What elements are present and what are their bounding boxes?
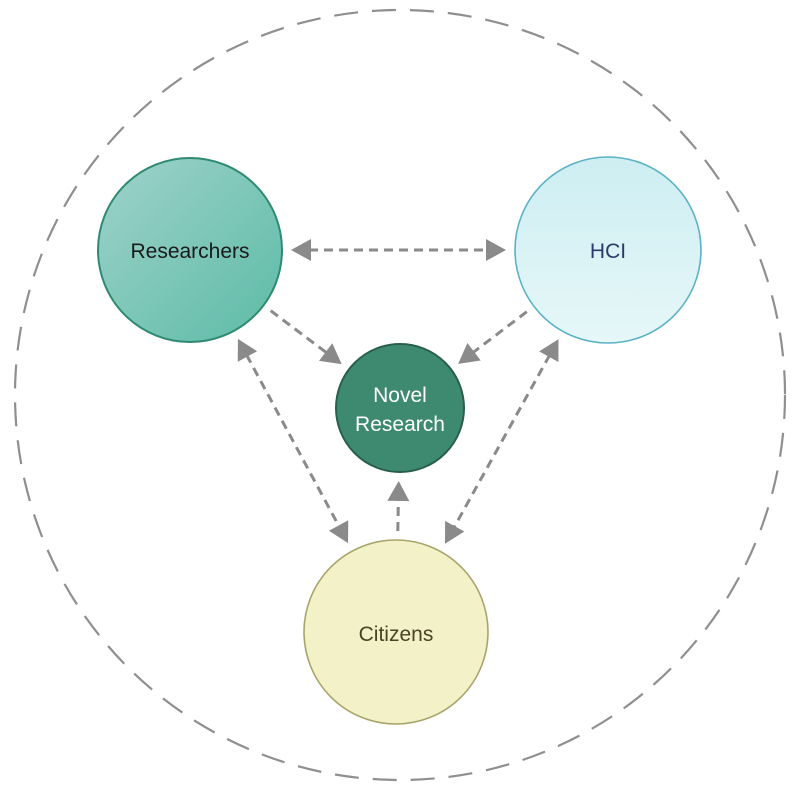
arrow-hci-novel-research-line <box>471 310 528 355</box>
arrow-hci-citizens-line <box>452 354 552 529</box>
arrow-researchers-citizens-line <box>245 354 341 528</box>
arrow-hci-novel-research-head-end <box>458 342 481 364</box>
citizens-circle <box>303 539 489 725</box>
arrow-citizens-novel-research-head-end <box>387 480 410 502</box>
arrow-researchers-novel-research-head-end <box>319 343 342 365</box>
arrow-hci-citizens-head-start <box>539 339 559 363</box>
arrow-researchers-hci-head-end <box>486 239 506 261</box>
researchers-label: Researchers <box>130 240 249 263</box>
hci-label: HCI <box>590 240 626 263</box>
arrow-hci-citizens-head-end <box>445 520 465 544</box>
citizens-label: Citizens <box>359 623 434 646</box>
arrow-researchers-citizens-head-start <box>237 338 258 362</box>
novel-research-circle <box>335 343 465 473</box>
node-citizens[interactable]: Citizens <box>303 539 489 725</box>
arrow-researchers-hci-head-start <box>291 239 311 261</box>
arrow-researchers-citizens-head-end <box>328 520 349 544</box>
node-novel-research[interactable]: Novel Research <box>335 343 465 473</box>
novel-research-label-line2: Research <box>355 413 445 436</box>
researchers-circle <box>97 157 283 343</box>
novel-research-label-line1: Novel <box>373 384 427 407</box>
arrow-citizens-novel-research-line <box>396 498 400 532</box>
node-hci[interactable]: HCI <box>514 156 702 344</box>
hci-circle <box>514 156 702 344</box>
arrow-researchers-novel-research-line <box>269 309 329 355</box>
node-researchers[interactable]: Researchers <box>97 157 283 343</box>
edge-layer <box>237 239 559 544</box>
